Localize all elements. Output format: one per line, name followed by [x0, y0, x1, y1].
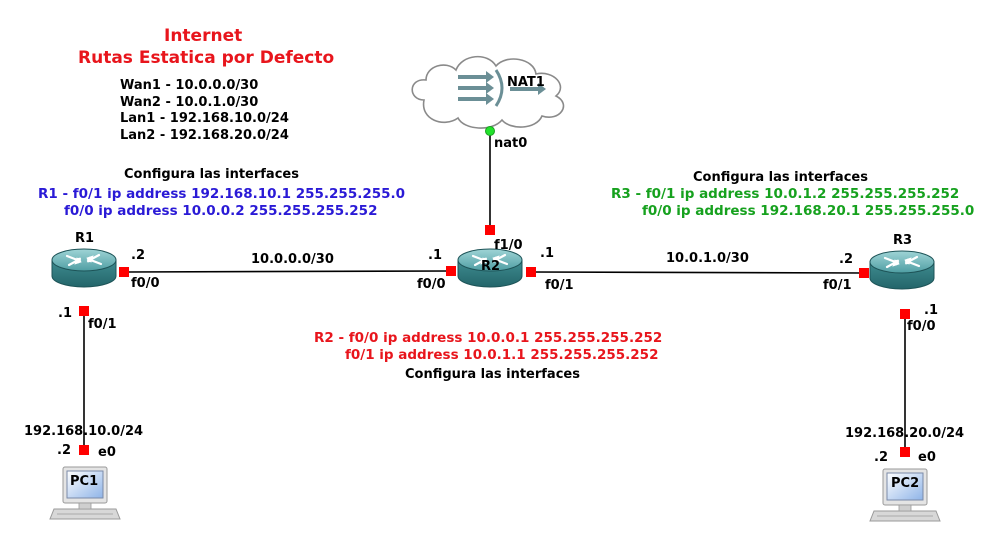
r3-f0-0-port[interactable]: [900, 309, 910, 319]
r3-f0-1-port[interactable]: [859, 268, 869, 278]
pc2-e0-label: e0: [918, 450, 936, 465]
r1-f0-1-host: .1: [58, 306, 72, 321]
r2-f0-1-port[interactable]: [526, 267, 536, 277]
pc2-e0-host: .2: [874, 450, 888, 465]
pc1-e0-label: e0: [98, 445, 116, 460]
r2-config-line1: R2 - f0/0 ip address 10.0.0.1 255.255.25…: [314, 330, 663, 346]
r2-label: R2: [481, 259, 501, 274]
nat1-label: NAT1: [507, 75, 545, 90]
title-line1: Internet: [164, 26, 243, 46]
ports: [79, 225, 910, 457]
legend-wan2: Wan2 - 10.0.1.0/30: [120, 95, 259, 110]
r1-f0-0-port[interactable]: [119, 267, 129, 277]
r2-config-line2: f0/1 ip address 10.0.1.1 255.255.255.252: [345, 347, 659, 363]
lan2-network-label: 192.168.20.0/24: [845, 426, 965, 441]
r2-f0-0-port[interactable]: [446, 266, 456, 276]
legend-wan1: Wan1 - 10.0.0.0/30: [120, 78, 259, 93]
pc2-e0-port[interactable]: [900, 447, 910, 457]
r1-label: R1: [75, 231, 95, 246]
pc1-label: PC1: [70, 474, 99, 489]
r3-config-line2: f0/0 ip address 192.168.20.1 255.255.255…: [642, 203, 975, 219]
r3-config-heading: Configura las interfaces: [693, 170, 868, 185]
link-r1-r2[interactable]: [123, 270, 451, 273]
nat0-port-label: nat0: [494, 136, 528, 151]
lan1-network-label: 192.168.10.0/24: [24, 424, 144, 439]
r2-f0-1-label: f0/1: [545, 278, 574, 293]
r3-f0-0-label: f0/0: [907, 319, 936, 334]
title-line2: Rutas Estatica por Defecto: [78, 48, 335, 68]
r1-config-heading: Configura las interfaces: [124, 167, 299, 182]
r3-f0-0-host: .1: [924, 303, 938, 318]
pc1-e0-host: .2: [57, 443, 71, 458]
legend-lan1: Lan1 - 192.168.10.0/24: [120, 111, 289, 126]
wan1-network-label: 10.0.0.0/30: [251, 252, 334, 267]
wan2-network-label: 10.0.1.0/30: [666, 251, 749, 266]
r1-config-line1: R1 - f0/1 ip address 192.168.10.1 255.25…: [38, 186, 406, 202]
r3-f0-1-label: f0/1: [823, 278, 852, 293]
r1-config-line2: f0/0 ip address 10.0.0.2 255.255.255.252: [64, 203, 378, 219]
pc2-label: PC2: [891, 476, 920, 491]
r2-config-heading: Configura las interfaces: [405, 367, 580, 382]
r2-f0-1-host: .1: [540, 246, 554, 261]
nat1-cloud-icon[interactable]: [411, 55, 565, 129]
r1-f0-1-label: f0/1: [88, 317, 117, 332]
r2-f0-0-host: .1: [428, 248, 442, 263]
link-r2-r3[interactable]: [530, 271, 865, 274]
r2-f0-0-label: f0/0: [417, 277, 446, 292]
legend-lan2: Lan2 - 192.168.20.0/24: [120, 128, 289, 143]
r3-router-icon[interactable]: [868, 249, 936, 291]
r1-f0-0-host: .2: [131, 248, 145, 263]
r3-f0-1-host: .2: [839, 252, 853, 267]
r2-f1-0-port[interactable]: [485, 225, 495, 235]
r3-label: R3: [893, 233, 913, 248]
r2-f1-0-label: f1/0: [494, 238, 523, 253]
r1-f0-1-port[interactable]: [79, 306, 89, 316]
links: [83, 132, 906, 452]
r3-config-line1: R3 - f0/1 ip address 10.0.1.2 255.255.25…: [611, 186, 960, 202]
pc1-e0-port[interactable]: [79, 445, 89, 455]
r1-f0-0-label: f0/0: [131, 276, 160, 291]
r1-router-icon[interactable]: [50, 247, 118, 289]
nat0-port[interactable]: [485, 126, 495, 136]
